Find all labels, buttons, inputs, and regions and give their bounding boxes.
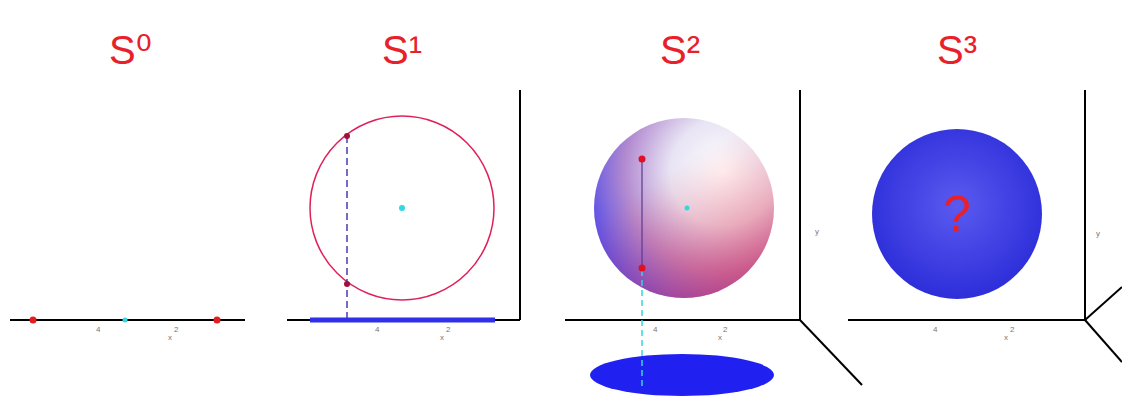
question-mark: ? xyxy=(943,189,971,239)
axis-line xyxy=(848,319,1085,321)
point xyxy=(30,317,37,324)
tick-label: 4 xyxy=(96,326,100,334)
projection-segment xyxy=(310,318,495,323)
point xyxy=(344,133,350,139)
tick-label: 4 xyxy=(653,326,657,334)
sphere xyxy=(872,129,1042,299)
tick-label: 2 xyxy=(446,326,450,334)
panel-s3 xyxy=(848,90,1122,362)
tick-label: x xyxy=(1004,334,1008,342)
axis-line xyxy=(519,90,521,320)
axis-line xyxy=(1084,90,1086,320)
center-point xyxy=(123,318,128,323)
panel-s0 xyxy=(10,317,245,324)
axis-line xyxy=(565,319,800,321)
sphere-title: S² xyxy=(660,30,700,70)
tick-label: y xyxy=(1096,230,1100,238)
point xyxy=(344,281,350,287)
tick-label: 4 xyxy=(933,326,937,334)
axis-line xyxy=(799,90,801,320)
sphere-title: S⁰ xyxy=(109,30,152,70)
axis-line xyxy=(1085,287,1122,320)
axis-line xyxy=(800,320,862,385)
projection-disk xyxy=(590,354,774,396)
axis-line xyxy=(1085,320,1122,362)
tick-label: y xyxy=(815,228,819,236)
center-point xyxy=(399,205,405,211)
point xyxy=(639,156,646,163)
sphere-title: S³ xyxy=(937,30,977,70)
point xyxy=(214,317,221,324)
tick-label: 2 xyxy=(723,326,727,334)
circle xyxy=(310,116,494,300)
sphere-node: ? xyxy=(872,129,1042,299)
tick-label: x xyxy=(168,334,172,342)
panel-s1 xyxy=(287,90,520,320)
sphere-shade xyxy=(594,118,774,298)
projection-line xyxy=(641,159,642,268)
sphere-title: S¹ xyxy=(382,30,422,70)
point xyxy=(639,265,646,272)
panel-s2 xyxy=(565,90,862,396)
tick-label: x xyxy=(718,334,722,342)
center-point xyxy=(685,206,690,211)
tick-label: 2 xyxy=(174,326,178,334)
tick-label: 2 xyxy=(1010,326,1014,334)
sphere xyxy=(594,118,774,298)
axis-line xyxy=(287,319,520,321)
tick-label: 4 xyxy=(375,326,379,334)
projection-line xyxy=(346,136,348,318)
projection-line xyxy=(641,270,643,390)
tick-label: x xyxy=(440,334,444,342)
